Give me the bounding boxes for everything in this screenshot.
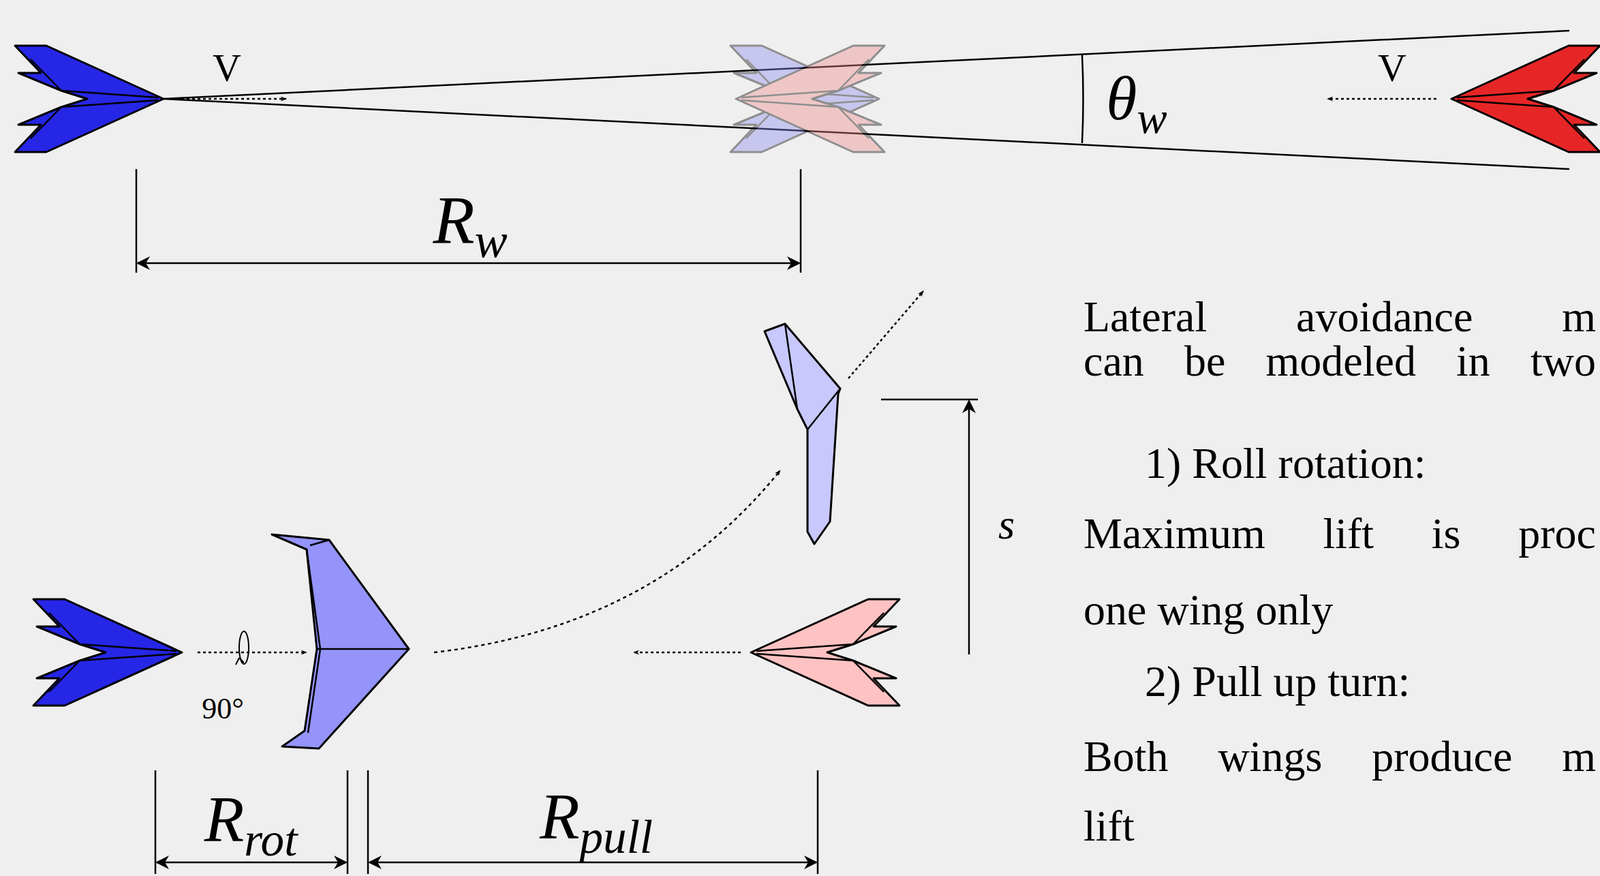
- dimension-tick: [881, 398, 978, 401]
- ghost-planes: [730, 45, 885, 152]
- dimension-arrow: [968, 400, 971, 655]
- dimension-tick: [346, 770, 349, 874]
- angle-label: θw: [1105, 62, 1167, 135]
- red-aircraft: [1451, 45, 1600, 152]
- velocity-label: V: [212, 45, 242, 92]
- angle-label: 90°: [201, 691, 244, 727]
- body-text: Both wings produce m: [1083, 731, 1596, 782]
- body-text: one wing only: [1083, 584, 1333, 636]
- velocity-arrow: [633, 651, 741, 654]
- dimension-label: Rw: [432, 180, 507, 259]
- dimension-label: Rrot: [204, 781, 298, 857]
- turning-aircraft-folds: [785, 323, 841, 430]
- body-text: lift: [1083, 800, 1135, 852]
- angle-arc: [1082, 54, 1084, 144]
- velocity-arrow: [197, 651, 307, 654]
- blue-aircraft: [33, 598, 182, 706]
- body-text: Lateral avoidance m: [1083, 291, 1596, 343]
- dimension-tick: [135, 168, 138, 273]
- roll-symbol: [235, 657, 244, 665]
- dimension-label: s: [998, 500, 1015, 549]
- velocity-label: V: [1377, 45, 1407, 92]
- velocity-arrow: [170, 98, 287, 101]
- trajectory-arrow: [434, 470, 781, 653]
- rolled-aircraft: [271, 534, 409, 749]
- turning-aircraft: [764, 323, 841, 544]
- velocity-arrow: [1327, 98, 1437, 101]
- dimension-tick: [367, 770, 370, 874]
- body-text: can be modeled in two: [1083, 335, 1596, 387]
- body-text: 1) Roll rotation:: [1144, 438, 1426, 489]
- dimension-label: Rpull: [539, 778, 653, 854]
- dimension-arrow: [137, 262, 800, 265]
- blue-aircraft: [14, 45, 164, 152]
- rolled-aircraft-folds: [306, 539, 409, 733]
- dimension-tick: [154, 770, 157, 874]
- body-text: 2) Pull up turn:: [1144, 656, 1410, 707]
- pink-aircraft: [750, 598, 900, 706]
- dimension-tick: [800, 168, 803, 273]
- dimension-tick: [817, 770, 820, 874]
- body-text: Maximum lift is proc: [1083, 508, 1596, 559]
- velocity-arrow: [848, 290, 924, 379]
